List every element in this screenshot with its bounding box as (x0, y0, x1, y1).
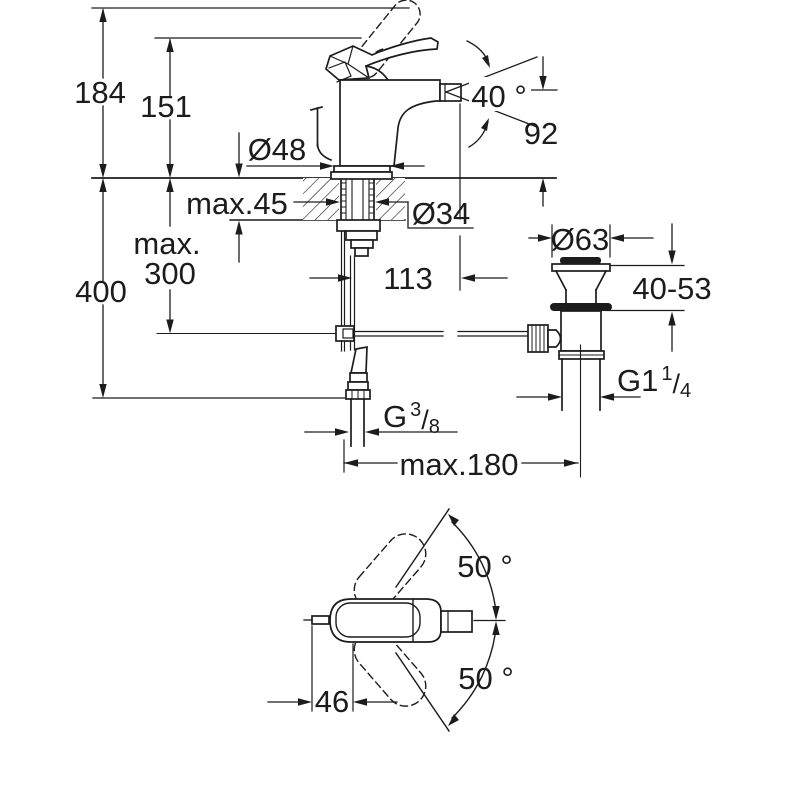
top-view-aerator (440, 610, 473, 633)
supply-thread-slash: / (421, 405, 429, 435)
waste-thread-sup: 1 (661, 363, 672, 385)
deck-section (303, 178, 405, 220)
top-view-body (329, 598, 442, 643)
lever-facet-lines (329, 45, 370, 79)
dim-overall-height: 184 (74, 75, 126, 110)
fixing-nut (336, 219, 381, 232)
fixing-step (350, 239, 374, 249)
hose-segment-2 (347, 381, 369, 391)
lever-facet-lower (328, 61, 352, 83)
top-view-handle (335, 602, 421, 638)
fixing-washer (345, 230, 378, 241)
front-view-faucet (309, 0, 462, 180)
lever-neck (365, 65, 390, 82)
fixing-step-2 (354, 247, 369, 257)
spray-angle (445, 40, 538, 148)
dim-deck-thickness: max.45 (186, 186, 288, 221)
dim-overall-depth: 400 (75, 274, 127, 309)
swivel-line-upper (395, 508, 450, 588)
top-view (303, 508, 506, 732)
waste-body (560, 310, 602, 352)
waste-valve (527, 224, 612, 478)
waste-thread-sub: 4 (680, 380, 691, 402)
top-view-popup-tip (311, 615, 330, 625)
aerator (439, 83, 462, 102)
dim-spout-height: 151 (140, 89, 192, 124)
hole-dia-leader (407, 201, 474, 229)
dim-waste-flange-diameter: Ø63 (551, 222, 610, 257)
dim-waste-deck-range: 40-53 (632, 271, 711, 306)
waste-knob-stem (547, 329, 562, 348)
dimensions: 184 151 400 max. 300 max.45 Ø48 Ø34 92 4… (74, 8, 712, 719)
waste-plug (560, 257, 601, 264)
supply-thread-sup: 3 (410, 399, 421, 421)
swivel-line-lower (395, 652, 450, 732)
dim-base-diameter: Ø48 (248, 132, 307, 167)
supply-thread-main: G (383, 399, 407, 434)
dim-rod-length-prefix: max. (133, 226, 200, 261)
dim-max-center-distance: max.180 (400, 447, 519, 482)
dim-swivel-upper: 50 ° (457, 549, 513, 584)
popup-knob (309, 105, 324, 112)
faucet-body (339, 79, 441, 167)
dim-spout-reach: 113 (383, 261, 432, 296)
waste-seal-ring (550, 303, 612, 311)
waste-knurled-knob (527, 324, 549, 353)
shank-body (339, 179, 376, 220)
waste-thread-main: G1 (617, 363, 658, 398)
deck-hatch-right (376, 178, 405, 220)
swivel-arc-upper (451, 521, 497, 613)
dim-hole-diameter: Ø34 (412, 196, 471, 231)
base-flange (330, 171, 393, 180)
deck-hatch-left (303, 178, 339, 220)
hose-tip (349, 345, 368, 374)
rod-connector-inner (342, 328, 354, 339)
shank-threads (340, 182, 375, 214)
supply-thread-sub: 8 (429, 416, 440, 438)
dim-handle-offset: 46 (315, 684, 349, 719)
hose-segment (349, 372, 368, 383)
base-plate (333, 165, 391, 173)
dim-spray-angle: 40 ° (471, 79, 527, 114)
waste-thread-slash: / (672, 369, 680, 399)
supply-hose (345, 345, 371, 447)
swivel-arc-lower (451, 627, 497, 719)
shank-assembly (336, 177, 381, 351)
dim-rod-length-value: 300 (144, 256, 196, 291)
popup-linkage (335, 325, 531, 352)
dim-swivel-lower: 50 ° (458, 661, 514, 696)
dim-outlet-height: 92 (524, 116, 558, 151)
waste-flange (551, 263, 611, 272)
